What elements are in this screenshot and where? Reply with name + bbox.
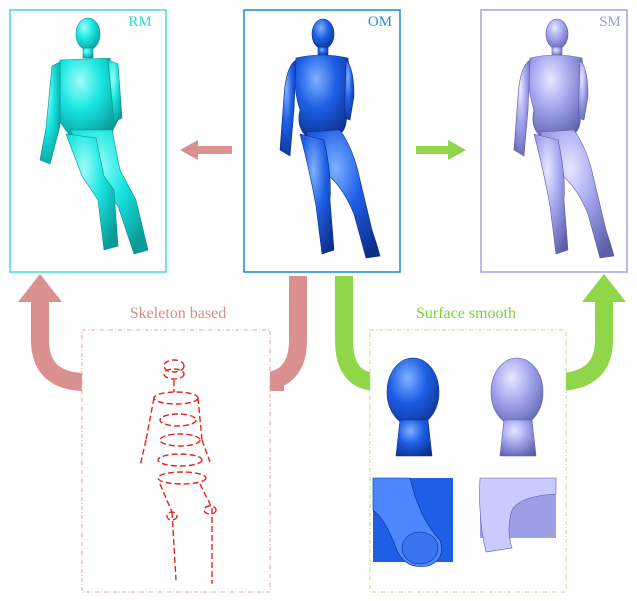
arrow-om-to-rm: [180, 140, 232, 160]
skeleton-arrowhead: [18, 274, 62, 302]
smooth-arrowhead: [582, 274, 626, 302]
arrow-om-to-sm: [416, 140, 466, 160]
smooth-label: Surface smooth: [416, 305, 516, 322]
rm-panel: RM: [10, 10, 166, 272]
rm-label: RM: [128, 14, 151, 30]
om-label: OM: [368, 14, 392, 30]
sm-panel: SM: [481, 10, 627, 272]
om-panel: OM: [244, 10, 400, 272]
skeleton-label: Skeleton based: [130, 305, 226, 322]
om-hand-closeup: [373, 478, 453, 567]
sm-label: SM: [599, 14, 621, 30]
